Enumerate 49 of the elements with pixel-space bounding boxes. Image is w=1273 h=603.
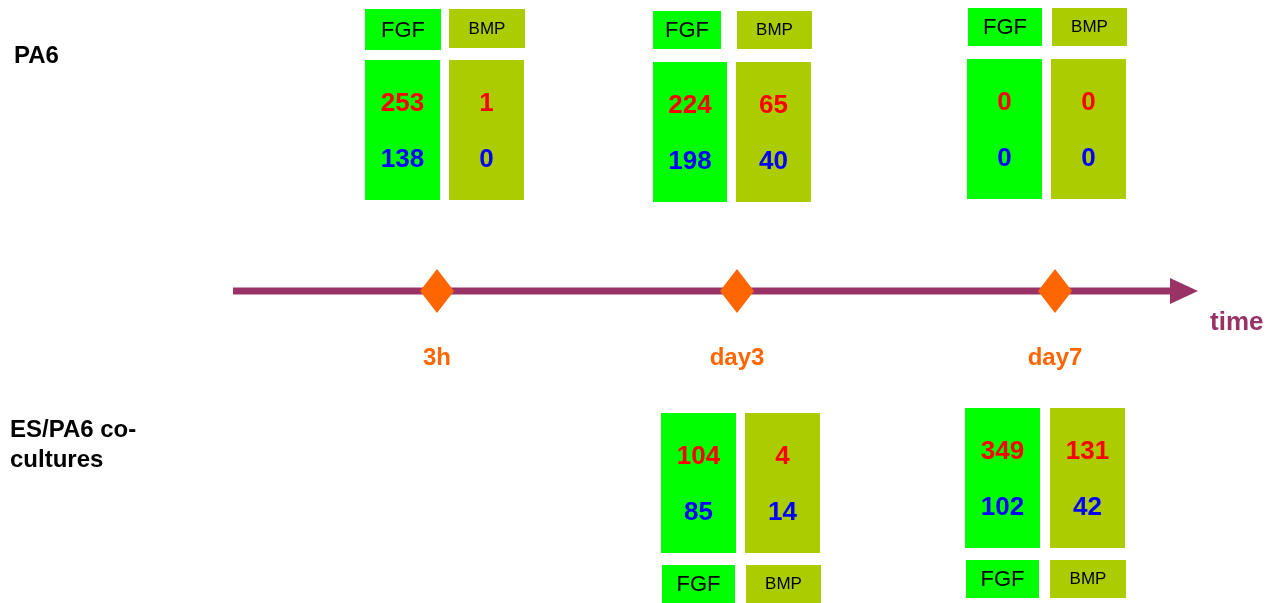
count-value: 42 — [1073, 491, 1102, 521]
count-value: 131 — [1065, 435, 1110, 465]
time-point-label: day3 — [709, 343, 765, 371]
diamond-marker — [720, 269, 754, 313]
diamond-marker — [420, 269, 454, 313]
count-value: 198 — [668, 145, 712, 175]
count-panel — [736, 62, 811, 202]
factor-tag: BMP — [1052, 8, 1127, 46]
count-panel — [449, 60, 524, 200]
factor-tag: FGF — [966, 560, 1039, 598]
count-value: 138 — [380, 143, 425, 173]
factor-tag: FGF — [365, 9, 441, 50]
factor-tag: BMP — [449, 9, 525, 48]
diamond-marker — [1038, 269, 1072, 313]
count-panel — [661, 413, 736, 553]
count-value: 40 — [759, 145, 788, 175]
time-point-label: 3h — [423, 343, 451, 371]
factor-tag: FGF — [653, 11, 721, 49]
axis-label: time — [1210, 305, 1264, 338]
time-point-label: day7 — [1027, 343, 1083, 371]
count-panel — [965, 408, 1040, 548]
row-label: ES/PA6 co-cultures — [10, 414, 138, 474]
count-panel — [365, 60, 440, 200]
factor-tag: BMP — [746, 565, 821, 603]
count-value: 0 — [479, 143, 494, 173]
count-value: 14 — [768, 496, 797, 526]
count-value: 65 — [759, 89, 788, 119]
factor-tag: FGF — [968, 8, 1042, 46]
count-value: 0 — [1081, 86, 1096, 116]
count-value: 1 — [479, 87, 494, 117]
row-label: PA6 — [14, 40, 59, 70]
factor-tag: BMP — [1050, 560, 1126, 598]
count-panel — [653, 62, 727, 202]
count-panel — [1051, 59, 1126, 199]
count-value: 85 — [684, 496, 713, 526]
count-value: 0 — [1081, 142, 1096, 172]
count-value: 224 — [668, 89, 712, 119]
count-value: 104 — [676, 440, 721, 470]
count-value: 253 — [380, 87, 425, 117]
count-value: 4 — [775, 440, 790, 470]
count-value: 102 — [980, 491, 1025, 521]
count-panel — [1050, 408, 1125, 548]
count-panel — [745, 413, 820, 553]
count-panel — [967, 59, 1042, 199]
count-value: 349 — [980, 435, 1025, 465]
factor-tag: FGF — [662, 565, 735, 603]
count-value: 0 — [997, 86, 1012, 116]
count-value: 0 — [997, 142, 1012, 172]
factor-tag: BMP — [737, 11, 812, 49]
